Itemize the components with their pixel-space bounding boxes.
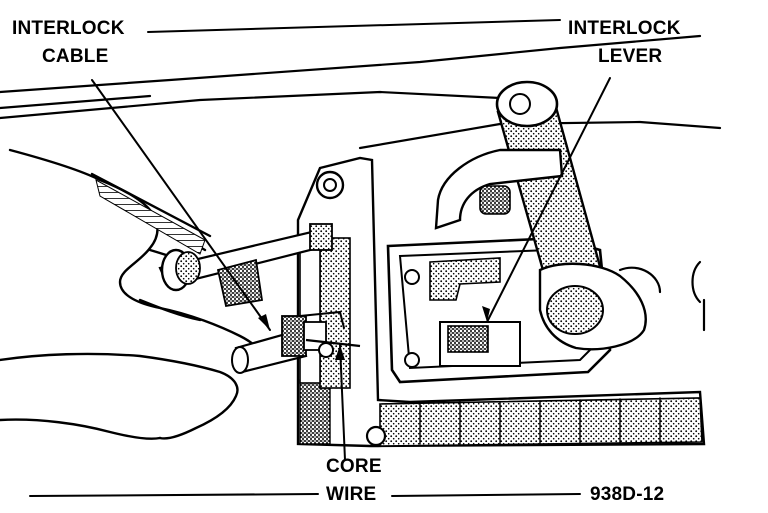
shifter-housing [296, 156, 706, 448]
right-console [618, 260, 706, 332]
console-outline [0, 34, 722, 150]
figure-id: 938D-12 [590, 484, 664, 505]
leader-lines [29, 19, 611, 497]
label-interlock-lever-line1: INTERLOCK [568, 18, 681, 39]
label-core-wire-line2: WIRE [326, 484, 376, 505]
bottom-rule-right [391, 493, 581, 497]
bottom-rule-left [29, 493, 319, 497]
leader-arrowheads [258, 306, 490, 360]
leader-core-wire [339, 344, 346, 461]
leader-interlock-lever [486, 77, 611, 323]
upper-bracket [434, 148, 564, 230]
interlock-cable-end [231, 311, 361, 374]
cable-rod [158, 223, 333, 308]
label-core-wire-line1: CORE [326, 456, 382, 477]
leader-interlock-cable [91, 79, 271, 331]
label-interlock-cable-line1: INTERLOCK [12, 18, 125, 39]
finger-shading [95, 179, 206, 255]
label-interlock-lever-line2: LEVER [598, 46, 662, 67]
label-interlock-cable-line2: CABLE [42, 46, 108, 67]
leader-interlock-cable-top [147, 19, 561, 33]
